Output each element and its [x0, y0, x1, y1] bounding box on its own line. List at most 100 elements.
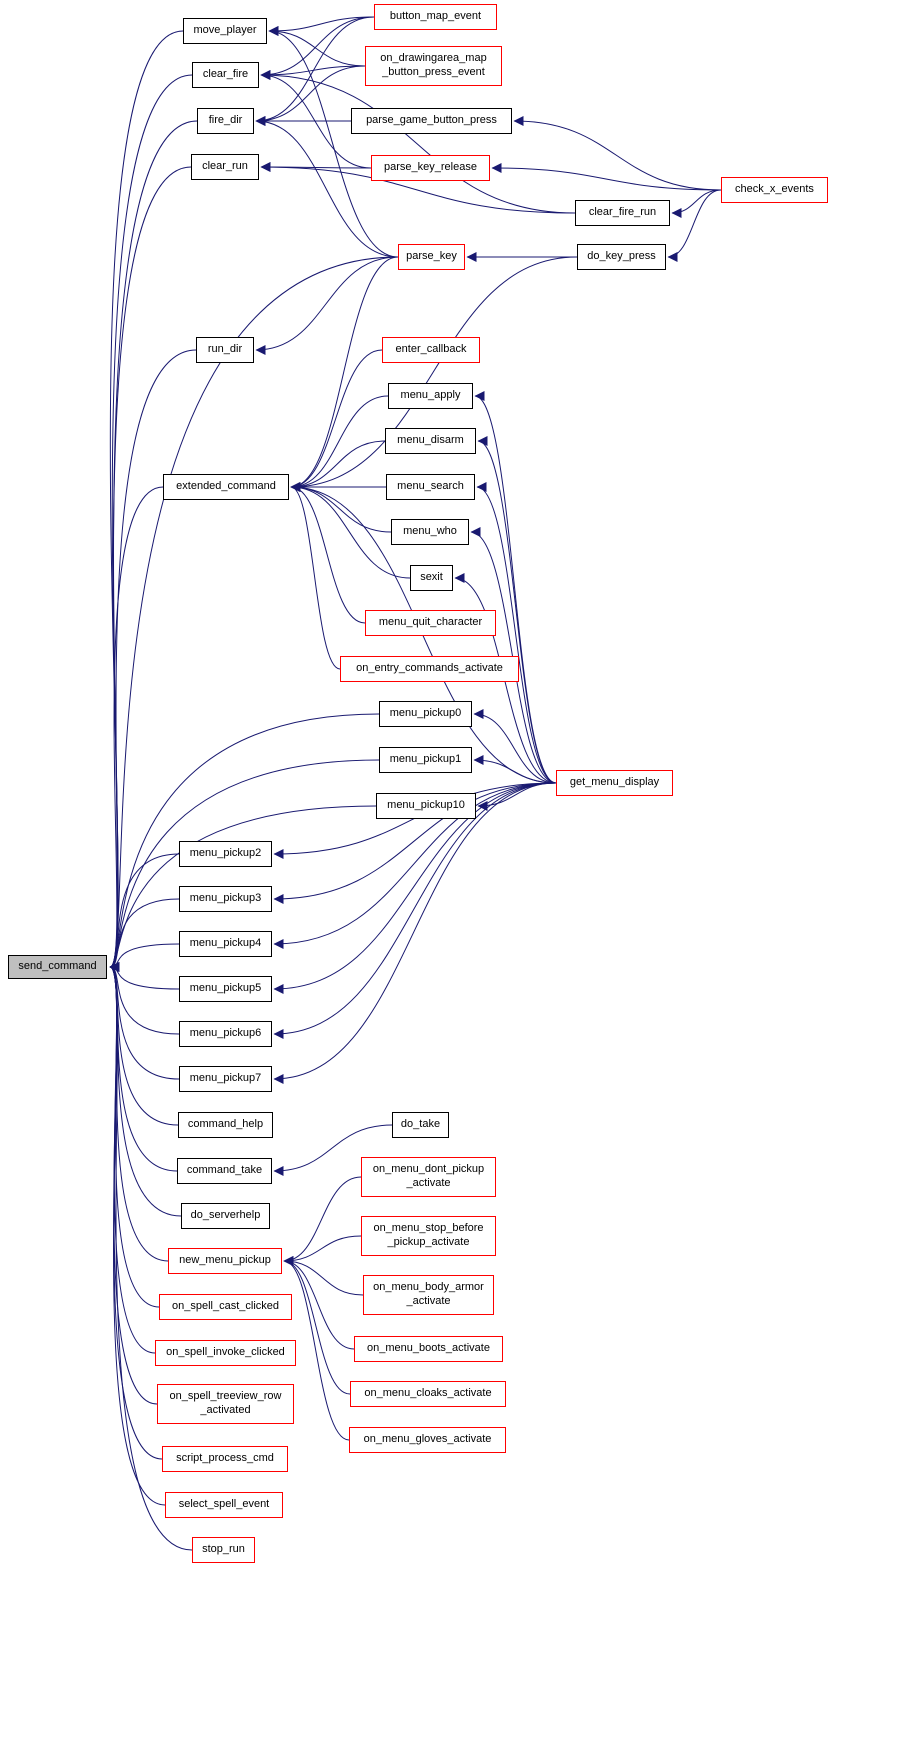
node-on_menu_gloves_activate[interactable]: on_menu_gloves_activate: [349, 1427, 506, 1453]
node-on_menu_stop_before_pickup_activate[interactable]: on_menu_stop_before _pickup_activate: [361, 1216, 496, 1256]
edge-select_spell_event-to-send_command: [109, 962, 166, 1506]
edge-button_map_event-to-fire_dir: [255, 16, 375, 126]
edge-menu_quit_character-to-extended_command: [290, 482, 366, 624]
node-on_menu_cloaks_activate[interactable]: on_menu_cloaks_activate: [350, 1381, 506, 1407]
edge-menu_apply-to-extended_command: [290, 395, 389, 492]
edge-menu_pickup2-to-send_command: [109, 853, 180, 972]
edge-menu_who-to-extended_command: [290, 482, 392, 533]
node-on_drawingarea_map_button_press_event[interactable]: on_drawingarea_map _button_press_event: [365, 46, 502, 86]
node-parse_key_release[interactable]: parse_key_release: [371, 155, 490, 181]
edge-on_drawingarea_map_button_press_event-to-fire_dir: [255, 65, 366, 126]
node-parse_game_button_press[interactable]: parse_game_button_press: [351, 108, 512, 134]
node-new_menu_pickup[interactable]: new_menu_pickup: [168, 1248, 282, 1274]
node-select_spell_event[interactable]: select_spell_event: [165, 1492, 283, 1518]
edge-clear_fire-to-send_command: [109, 74, 193, 972]
edge-parse_key_release-to-clear_run: [260, 162, 372, 173]
edge-parse_key-to-extended_command: [290, 256, 399, 492]
node-sexit[interactable]: sexit: [410, 565, 453, 591]
edge-on_spell_treeview_row_activated-to-send_command: [109, 962, 158, 1405]
node-check_x_events[interactable]: check_x_events: [721, 177, 828, 203]
node-menu_pickup4[interactable]: menu_pickup4: [179, 931, 272, 957]
node-do_take[interactable]: do_take: [392, 1112, 449, 1138]
edge-extended_command-to-send_command: [109, 486, 164, 972]
node-menu_search[interactable]: menu_search: [386, 474, 475, 500]
edge-menu_pickup7-to-send_command: [109, 962, 180, 1080]
node-menu_quit_character[interactable]: menu_quit_character: [365, 610, 496, 636]
node-on_spell_invoke_clicked[interactable]: on_spell_invoke_clicked: [155, 1340, 296, 1366]
edge-check_x_events-to-do_key_press: [667, 189, 722, 262]
edge-enter_callback-to-extended_command: [290, 349, 383, 492]
node-menu_disarm[interactable]: menu_disarm: [385, 428, 476, 454]
edge-menu_pickup4-to-send_command: [109, 943, 180, 972]
node-fire_dir[interactable]: fire_dir: [197, 108, 254, 134]
edge-parse_key-to-run_dir: [255, 256, 399, 355]
node-do_serverhelp[interactable]: do_serverhelp: [181, 1203, 270, 1229]
edge-on_menu_boots_activate-to-new_menu_pickup: [283, 1256, 355, 1350]
edge-parse_key-to-fire_dir: [255, 116, 399, 258]
node-enter_callback[interactable]: enter_callback: [382, 337, 480, 363]
edge-on_spell_cast_clicked-to-send_command: [109, 962, 160, 1308]
node-menu_pickup6[interactable]: menu_pickup6: [179, 1021, 272, 1047]
node-clear_run[interactable]: clear_run: [191, 154, 259, 180]
edge-get_menu_display-to-menu_pickup6: [273, 782, 557, 1039]
edge-on_menu_dont_pickup_activate-to-new_menu_pickup: [283, 1176, 362, 1266]
node-menu_pickup3[interactable]: menu_pickup3: [179, 886, 272, 912]
node-send_command: send_command: [8, 955, 107, 979]
edge-do_serverhelp-to-send_command: [109, 962, 182, 1217]
edge-on_drawingarea_map_button_press_event-to-clear_fire: [260, 65, 366, 80]
node-run_dir[interactable]: run_dir: [196, 337, 254, 363]
node-menu_pickup5[interactable]: menu_pickup5: [179, 976, 272, 1002]
edge-on_drawingarea_map_button_press_event-to-move_player: [268, 26, 366, 67]
node-on_spell_treeview_row_activated[interactable]: on_spell_treeview_row _activated: [157, 1384, 294, 1424]
edge-on_entry_commands_activate-to-extended_command: [290, 482, 341, 670]
edge-menu_pickup6-to-send_command: [109, 962, 180, 1035]
edge-on_menu_stop_before_pickup_activate-to-new_menu_pickup: [283, 1235, 362, 1266]
edge-menu_pickup3-to-send_command: [109, 898, 180, 972]
edge-check_x_events-to-parse_key_release: [491, 163, 722, 191]
node-menu_pickup1[interactable]: menu_pickup1: [379, 747, 472, 773]
node-menu_pickup0[interactable]: menu_pickup0: [379, 701, 472, 727]
node-command_take[interactable]: command_take: [177, 1158, 272, 1184]
edge-get_menu_display-to-menu_apply: [474, 391, 557, 784]
node-on_spell_cast_clicked[interactable]: on_spell_cast_clicked: [159, 1294, 292, 1320]
edge-clear_fire_run-to-clear_fire: [260, 70, 576, 214]
node-on_entry_commands_activate[interactable]: on_entry_commands_activate: [340, 656, 519, 682]
edge-get_menu_display-to-menu_pickup10: [477, 782, 557, 811]
edge-script_process_cmd-to-send_command: [109, 962, 163, 1460]
edge-check_x_events-to-parse_game_button_press: [513, 116, 722, 191]
node-menu_pickup10[interactable]: menu_pickup10: [376, 793, 476, 819]
node-on_menu_dont_pickup_activate[interactable]: on_menu_dont_pickup _activate: [361, 1157, 496, 1197]
node-menu_pickup2[interactable]: menu_pickup2: [179, 841, 272, 867]
node-do_key_press[interactable]: do_key_press: [577, 244, 666, 270]
edge-menu_pickup5-to-send_command: [109, 962, 180, 990]
node-parse_key[interactable]: parse_key: [398, 244, 465, 270]
edge-menu_disarm-to-extended_command: [290, 440, 386, 492]
node-command_help[interactable]: command_help: [178, 1112, 273, 1138]
node-clear_fire[interactable]: clear_fire: [192, 62, 259, 88]
node-script_process_cmd[interactable]: script_process_cmd: [162, 1446, 288, 1472]
node-menu_pickup7[interactable]: menu_pickup7: [179, 1066, 272, 1092]
edge-get_menu_display-to-menu_pickup1: [473, 755, 557, 784]
node-stop_run[interactable]: stop_run: [192, 1537, 255, 1563]
node-clear_fire_run[interactable]: clear_fire_run: [575, 200, 670, 226]
edge-button_map_event-to-clear_fire: [260, 16, 375, 80]
node-on_menu_body_armor_activate[interactable]: on_menu_body_armor _activate: [363, 1275, 494, 1315]
edge-command_help-to-send_command: [109, 962, 179, 1126]
edge-get_menu_display-to-menu_pickup0: [473, 709, 557, 784]
edge-new_menu_pickup-to-send_command: [109, 962, 169, 1262]
node-get_menu_display[interactable]: get_menu_display: [556, 770, 673, 796]
node-extended_command[interactable]: extended_command: [163, 474, 289, 500]
edge-run_dir-to-send_command: [109, 349, 197, 972]
node-button_map_event[interactable]: button_map_event: [374, 4, 497, 30]
node-menu_who[interactable]: menu_who: [391, 519, 469, 545]
node-move_player[interactable]: move_player: [183, 18, 267, 44]
node-on_menu_boots_activate[interactable]: on_menu_boots_activate: [354, 1336, 503, 1362]
edge-on_spell_invoke_clicked-to-send_command: [109, 962, 156, 1354]
node-menu_apply[interactable]: menu_apply: [388, 383, 473, 409]
edge-on_menu_cloaks_activate-to-new_menu_pickup: [283, 1256, 351, 1395]
edge-get_menu_display-to-menu_pickup7: [273, 782, 557, 1084]
edge-command_take-to-send_command: [109, 962, 178, 1172]
edge-on_menu_body_armor_activate-to-new_menu_pickup: [283, 1256, 364, 1296]
edge-button_map_event-to-move_player: [268, 16, 375, 36]
